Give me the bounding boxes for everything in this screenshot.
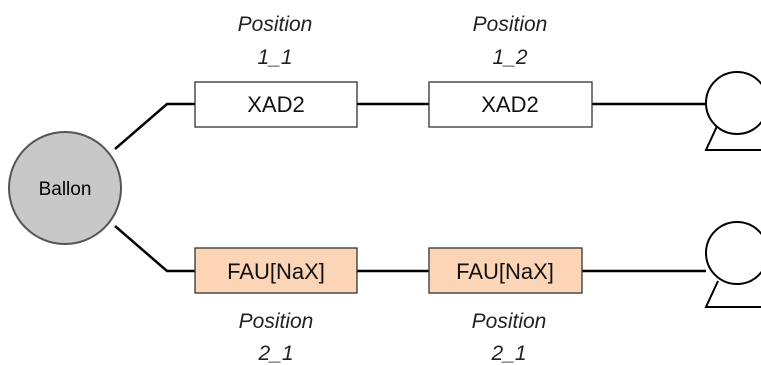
ballon-circle: [8, 131, 122, 245]
column-box-2-2: [428, 247, 583, 294]
column-box-1-1-label: XAD2: [247, 92, 304, 117]
position-label-1-1-line2: 1_1: [257, 46, 292, 69]
pump-icon-base: [704, 280, 761, 308]
position-label-1-2-line1: Position: [473, 13, 548, 36]
column-box-1-2-label: XAD2: [481, 92, 538, 117]
position-label-2-2-line1: Position: [472, 310, 547, 333]
column-box-1-1: [194, 81, 358, 128]
source-node: Ballon: [8, 131, 122, 245]
column-box-1-2: [428, 81, 593, 128]
connector-source-to-row2: [114, 225, 195, 273]
ballon-label: Ballon: [39, 179, 92, 200]
pump-icon-body: [705, 71, 761, 135]
position-label-2-1-line1: Position: [239, 310, 314, 333]
position-label-2-1-line2: 2_1: [257, 342, 293, 365]
connections: [114, 102, 706, 273]
position-label-2-2-line2: 2_1: [490, 342, 526, 365]
column-box-2-1-label: FAU[NaX]: [227, 259, 325, 284]
position-label-1-2-line2: 1_2: [492, 46, 527, 69]
pump-icon: [704, 221, 761, 308]
pump-icon: [704, 71, 761, 151]
row-1: Position 1_1 XAD2 Position 1_2 XAD2: [194, 13, 761, 151]
pump-icon-body: [705, 221, 761, 285]
position-label-1-1-line1: Position: [238, 13, 313, 36]
column-box-2-1: [194, 247, 358, 294]
row-2: FAU[NaX] Position 2_1 FAU[NaX] Position …: [194, 221, 761, 365]
connector-source-to-row1: [114, 102, 195, 150]
column-box-2-2-label: FAU[NaX]: [456, 259, 554, 284]
pump-icon-base: [704, 123, 761, 151]
